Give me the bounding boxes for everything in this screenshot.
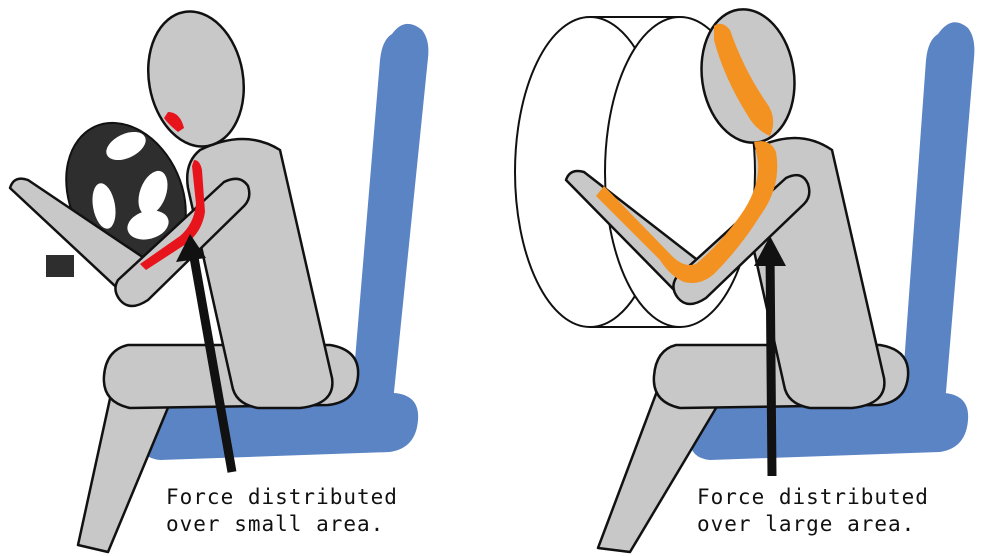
caption-small-area: Force distributed over small area. (166, 484, 398, 538)
force-arrow-right (770, 252, 772, 476)
caption-large-area-line2: over large area. (697, 511, 929, 538)
caption-large-area-line1: Force distributed (697, 484, 929, 511)
seat-back (350, 24, 428, 420)
caption-small-area-line1: Force distributed (166, 484, 398, 511)
caption-small-area-line2: over small area. (166, 511, 398, 538)
head (138, 4, 254, 154)
steering-column (46, 255, 74, 277)
panel-with-airbag (515, 3, 974, 552)
panel-without-airbag (10, 4, 428, 552)
seat-back-right (900, 22, 974, 420)
caption-large-area: Force distributed over large area. (697, 484, 929, 538)
